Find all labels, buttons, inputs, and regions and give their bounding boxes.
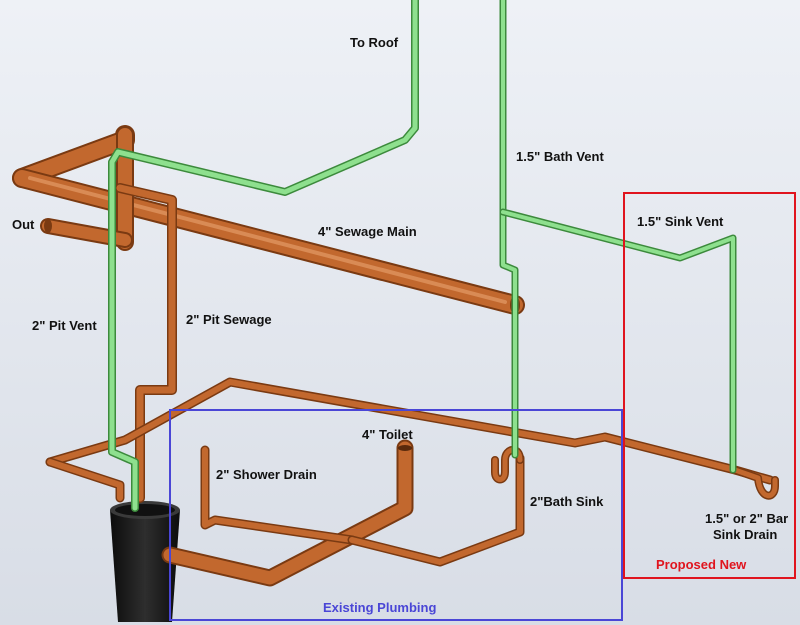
label-bath-vent: 1.5" Bath Vent <box>516 149 604 164</box>
bar-sink-drain-pipe <box>731 466 779 500</box>
label-bath-sink: 2"Bath Sink <box>530 494 604 509</box>
existing-plumbing-box <box>169 409 623 621</box>
label-existing-plumbing: Existing Plumbing <box>323 600 436 615</box>
bath-sink-drain-pipe <box>347 445 525 567</box>
roof-vent-pipe <box>108 0 419 512</box>
label-sewage-main: 4" Sewage Main <box>318 224 417 239</box>
proposed-new-box <box>623 192 796 579</box>
shower-drain-pipe <box>200 445 357 545</box>
label-out: Out <box>12 217 35 232</box>
label-pit-sewage: 2" Pit Sewage <box>186 312 272 327</box>
vent-pipes <box>108 0 737 512</box>
label-toilet: 4" Toilet <box>362 427 413 442</box>
sink-vent-pipe <box>499 208 737 474</box>
label-shower-drain: 2" Shower Drain <box>216 467 317 482</box>
label-proposed-new: Proposed New <box>656 557 747 572</box>
label-pit-vent: 2" Pit Vent <box>32 318 97 333</box>
bath-vent-pipe <box>499 0 519 459</box>
toilet-drain-pipe <box>161 439 414 587</box>
label-bar-sink-drain-1: 1.5" or 2" Bar <box>705 511 788 526</box>
label-sink-vent: 1.5" Sink Vent <box>637 214 724 229</box>
label-bar-sink-drain-2: Sink Drain <box>713 527 777 542</box>
sump-pit <box>110 501 180 622</box>
pit-sewage-pipe <box>115 183 177 503</box>
label-to-roof: To Roof <box>350 35 399 50</box>
